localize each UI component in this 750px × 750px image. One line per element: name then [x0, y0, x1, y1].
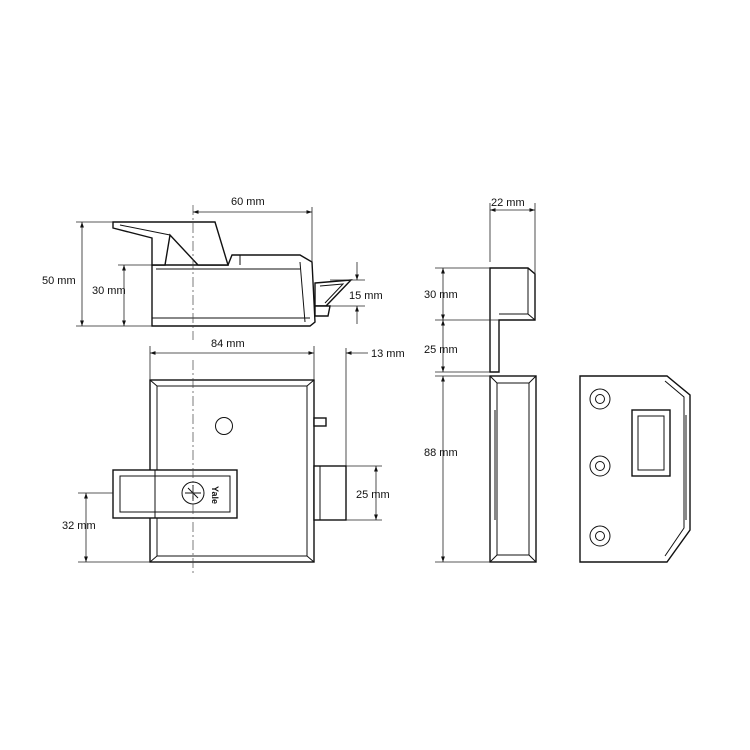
dim-top-height: 50 mm: [42, 275, 76, 287]
dim-latch-height: 15 mm: [349, 290, 383, 302]
front-view: Yale 84 mm 13 mm 25 mm 32 mm: [62, 338, 405, 575]
dim-top-body-height: 30 mm: [92, 285, 126, 297]
dim-side-height: 88 mm: [424, 447, 458, 459]
dim-side-gap: 25 mm: [424, 344, 458, 356]
side-view: 22 mm 30 mm 25 mm 88 mm: [424, 197, 537, 563]
dim-front-width: 84 mm: [211, 338, 245, 350]
dim-side-depth: 22 mm: [491, 197, 525, 209]
top-view: 60 mm 50 mm 30 mm 15 mm: [42, 196, 383, 340]
dim-side-upper: 30 mm: [424, 289, 458, 301]
dim-bolt-height: 25 mm: [356, 489, 390, 501]
dim-top-width: 60 mm: [231, 196, 265, 208]
dim-bolt-projection: 13 mm: [371, 348, 405, 360]
brand-logo: Yale: [210, 486, 220, 504]
dim-cylinder-center: 32 mm: [62, 520, 96, 532]
strike-plate: [579, 375, 691, 563]
